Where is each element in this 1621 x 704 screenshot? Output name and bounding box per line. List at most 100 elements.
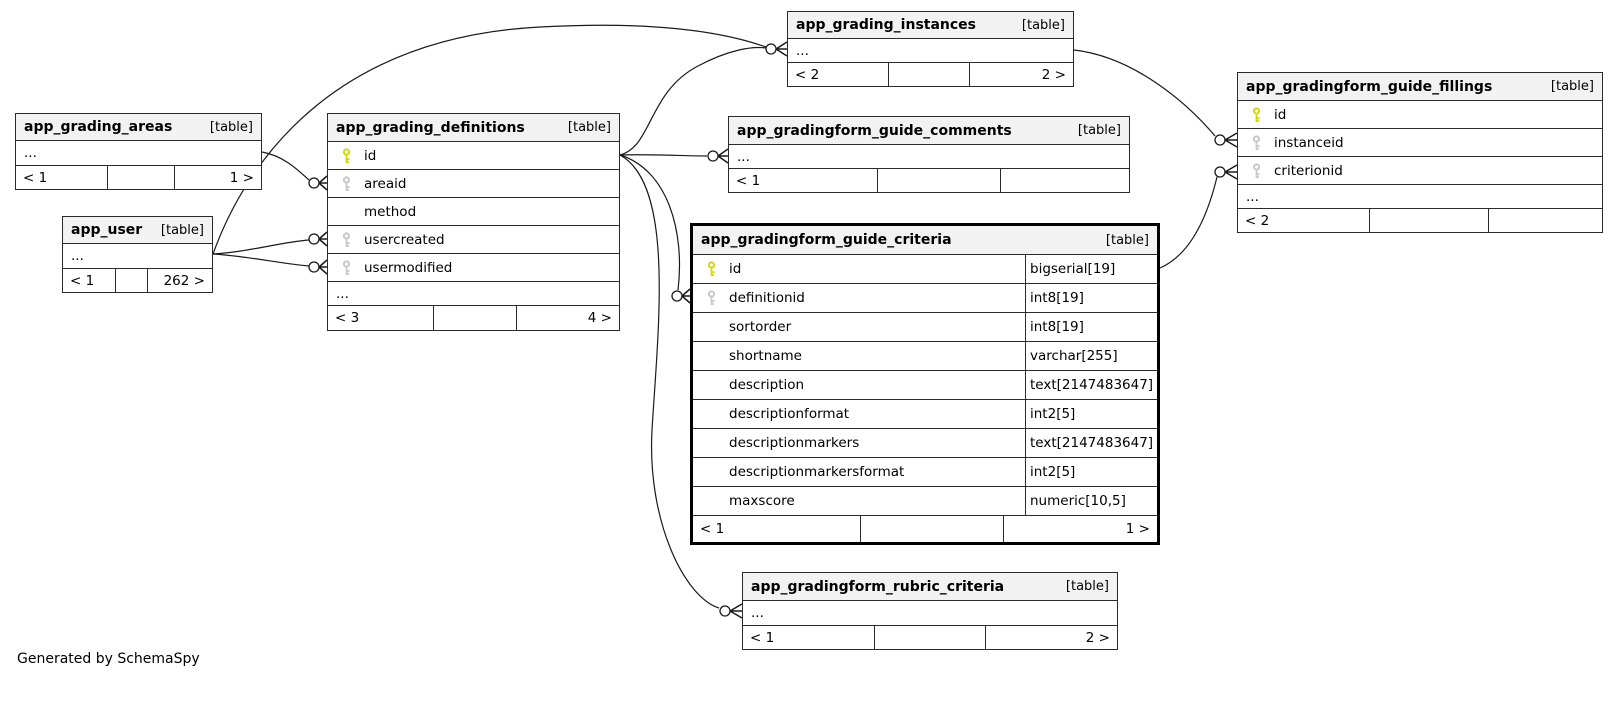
column-type: int8[19]: [1025, 313, 1157, 341]
column-name: usermodified: [364, 259, 453, 276]
table-header: app_user [table]: [63, 217, 212, 244]
column-name: criterionid: [1274, 162, 1343, 179]
table-tag: [table]: [160, 222, 204, 238]
table-header: app_grading_definitions[table]: [328, 114, 619, 142]
more-columns-row: ...: [729, 145, 1129, 169]
column-type: int2[5]: [1025, 400, 1157, 428]
table-tag: [table]: [1105, 232, 1149, 248]
column-row-usercreated: usercreated: [328, 226, 619, 254]
column-row-areaid: areaid: [328, 170, 619, 198]
column-type: int8[19]: [1025, 284, 1157, 312]
more-columns-row: ...: [1238, 185, 1602, 209]
footer-left-label: < 1: [23, 169, 48, 186]
table-title[interactable]: app_gradingform_guide_comments: [737, 122, 1012, 139]
column-name: descriptionmarkersformat: [729, 464, 905, 480]
edge-definitions-guide-comments: [619, 148, 729, 164]
column-type: int2[5]: [1025, 458, 1157, 486]
footer-right-label: 1 >: [229, 169, 254, 186]
table-app_grading_definitions[interactable]: app_grading_definitions[table]id areaid me…: [327, 113, 620, 331]
column-name: method: [364, 203, 417, 220]
column-name: areaid: [364, 175, 407, 192]
edge-areas-definitions-areaid: [261, 151, 328, 191]
table-title[interactable]: app_gradingform_guide_criteria: [701, 232, 952, 248]
column-type: varchar[255]: [1025, 342, 1157, 370]
table-app_gradingform_guide_fillings[interactable]: app_gradingform_guide_fillings [table] id i…: [1237, 72, 1603, 233]
column-row-id: id: [328, 142, 619, 170]
relation-count-footer: < 1 1 >: [693, 516, 1157, 542]
column-row-method: method: [328, 198, 619, 226]
table-title[interactable]: app_gradingform_rubric_criteria: [751, 578, 1005, 595]
table-title[interactable]: app_grading_areas: [24, 119, 173, 135]
table-header: app_gradingform_guide_criteria [table]: [693, 226, 1157, 255]
table-tag: [table]: [1065, 579, 1109, 594]
column-row-descriptionmarkersformat: descriptionmarkersformat int2[5]: [693, 458, 1157, 487]
footer-left-cell: < 2: [1238, 209, 1369, 232]
footer-right-cell: 1 >: [175, 166, 261, 189]
column-type: numeric[10,5]: [1025, 487, 1157, 515]
footer-mid-cell: [873, 626, 987, 649]
footer-right-cell: 1 >: [1004, 516, 1157, 542]
column-name: id: [1274, 106, 1287, 123]
table-title[interactable]: app_gradingform_guide_fillings: [1246, 78, 1493, 95]
footer-mid-cell: [860, 516, 1004, 542]
ellipsis-label: ...: [24, 145, 37, 161]
footer-mid-cell: [887, 63, 971, 86]
table-header: app_gradingform_guide_fillings [table]: [1238, 73, 1602, 101]
table-tag: [table]: [1021, 17, 1065, 33]
table-app_grading_areas[interactable]: app_grading_areas [table]... < 1 1 >: [15, 113, 262, 190]
table-app_gradingform_rubric_criteria[interactable]: app_gradingform_rubric_criteria[table]..…: [742, 572, 1118, 650]
edge-definitions-guide-criteria: [619, 154, 691, 304]
footer-right-cell: [1489, 209, 1602, 232]
column-name: shortname: [729, 348, 802, 364]
table-title[interactable]: app_grading_instances: [796, 17, 977, 33]
edge-user-definitions-usermodified: [212, 253, 328, 275]
ellipsis-label: ...: [336, 285, 349, 302]
foreign-key-icon: [1238, 134, 1274, 151]
footer-right-cell: [1001, 169, 1129, 192]
more-columns-row: ...: [788, 39, 1073, 63]
primary-key-icon: [693, 261, 729, 277]
table-title[interactable]: app_grading_definitions: [336, 119, 525, 136]
footer-left-label: < 1: [70, 272, 95, 289]
footer-left-label: < 3: [335, 310, 360, 326]
table-tag: [table]: [209, 119, 253, 135]
footer-mid-cell: [877, 169, 1001, 192]
footer-left-cell: < 1: [63, 269, 115, 292]
relation-count-footer: < 1 1 >: [16, 166, 261, 189]
column-name: definitionid: [729, 290, 805, 306]
table-header: app_gradingform_rubric_criteria [table]: [743, 573, 1117, 601]
column-row-criterionid: criterionid: [1238, 157, 1602, 185]
relation-count-footer: < 2: [1238, 209, 1602, 232]
footer-left-label: < 1: [700, 521, 725, 537]
footer-mid-cell: [432, 306, 518, 330]
column-name: descriptionmarkers: [729, 435, 860, 451]
edge-user-definitions-usercreated: [212, 231, 328, 255]
edge-definitions-instances: [619, 41, 788, 156]
table-app_gradingform_guide_comments[interactable]: app_gradingform_guide_comments[table]...…: [728, 116, 1130, 193]
table-title[interactable]: app_user: [71, 222, 143, 238]
footer-left-cell: < 2: [788, 63, 888, 86]
column-name: id: [729, 261, 742, 277]
column-row-definitionid: definitionid int8[19]: [693, 284, 1157, 313]
table-tag: [table]: [1550, 79, 1594, 94]
foreign-key-icon: [328, 259, 364, 276]
foreign-key-icon: [693, 290, 729, 306]
table-header: app_grading_instances [table]: [788, 12, 1073, 39]
column-type: text[2147483647]: [1025, 371, 1157, 399]
relation-count-footer: < 1 262 >: [63, 269, 212, 292]
footer-left-label: < 2: [1245, 212, 1270, 229]
column-name: id: [364, 147, 377, 164]
footer-left-label: < 2: [795, 66, 820, 83]
column-name: instanceid: [1274, 134, 1344, 151]
column-name: sortorder: [729, 319, 792, 335]
footer-right-label: 262 >: [163, 272, 205, 289]
footer-mid-cell: [115, 269, 148, 292]
